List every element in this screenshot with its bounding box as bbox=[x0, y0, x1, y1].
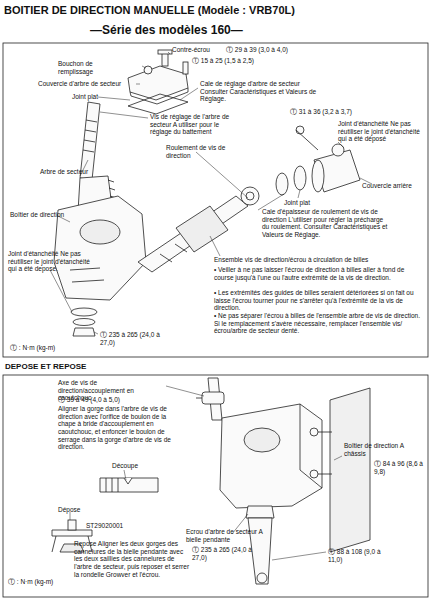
upper-gear-drawing bbox=[73, 328, 95, 336]
part-name: Contre-écrou bbox=[172, 46, 210, 54]
leader-line bbox=[50, 270, 72, 312]
lower-gear-drawing bbox=[68, 520, 76, 530]
leader-line bbox=[258, 194, 284, 210]
upper-gear-drawing bbox=[54, 196, 146, 300]
upper-gear-drawing bbox=[70, 268, 104, 282]
lower-gear-drawing bbox=[246, 506, 274, 518]
lower-gear-drawing bbox=[52, 530, 92, 536]
part-name: Boîtier de direction bbox=[10, 211, 64, 219]
torque-value: Ⓣ 15 à 25 (1,5 à 2,5) bbox=[192, 57, 254, 65]
upper-gear-drawing bbox=[312, 160, 324, 192]
figure-label: Dépose bbox=[58, 506, 80, 514]
upper-gear-drawing bbox=[294, 166, 306, 190]
lower-gear-drawing bbox=[310, 470, 318, 478]
upper-gear-drawing bbox=[128, 94, 188, 114]
lower-gear-drawing bbox=[310, 428, 318, 436]
upper-gear-drawing bbox=[183, 62, 188, 74]
lower-gear-drawing bbox=[257, 573, 267, 583]
part-note: Cale d'épaisseur de roulement de vis de … bbox=[262, 208, 390, 239]
lower-gear-drawing bbox=[124, 478, 132, 484]
lower-gear-drawing bbox=[106, 478, 118, 492]
lower-gear-drawing bbox=[196, 398, 202, 399]
figure-label: Découpe bbox=[112, 462, 138, 470]
lower-gear-drawing bbox=[244, 428, 280, 452]
part-name: Bouchon de remplissage bbox=[58, 60, 128, 75]
torque-value: Ⓣ 235 à 265 (24,0 à 27,0) bbox=[192, 546, 258, 561]
torque-value: Ⓣ 31 à 36 (3,2 à 3,7) bbox=[290, 108, 352, 116]
lower-gear-drawing bbox=[100, 478, 158, 492]
part-name: Arbre de secteur bbox=[40, 168, 88, 176]
lower-gear-drawing bbox=[52, 378, 370, 584]
leader-line bbox=[210, 236, 220, 256]
lower-gear-drawing bbox=[300, 404, 322, 488]
upper-gear-drawing bbox=[80, 220, 120, 244]
part-note: Cale de réglage d'arbre de secteur Consu… bbox=[200, 80, 318, 103]
leader-line bbox=[338, 142, 344, 148]
tool-number: ST29020001 bbox=[86, 522, 123, 530]
leader-line bbox=[272, 552, 326, 560]
upper-gear-drawing bbox=[73, 319, 95, 326]
leader-line bbox=[136, 84, 140, 85]
torque-value: Ⓣ 29 à 39 (3,0 à 4,0) bbox=[226, 46, 288, 54]
upper-gear-drawing bbox=[332, 144, 344, 156]
part-name: Joint plat bbox=[284, 199, 310, 207]
panel-frame bbox=[3, 375, 428, 597]
leader-line bbox=[70, 386, 342, 560]
leader-line bbox=[196, 152, 248, 198]
caution-note: • Ne pas séparer l'écrou à billes de l'e… bbox=[214, 312, 422, 335]
part-name: Joint plat bbox=[72, 93, 98, 101]
upper-gear-drawing bbox=[241, 187, 259, 205]
leader-line bbox=[98, 97, 130, 100]
leader-line bbox=[94, 332, 98, 334]
torque-value: Ⓣ 88 à 108 (9,0 à 11,0) bbox=[328, 548, 394, 563]
upper-gear-drawing bbox=[276, 173, 288, 195]
torque-value: Ⓣ 39 à 49 (4,0 à 5,0) bbox=[58, 396, 120, 404]
lower-gear-drawing bbox=[202, 392, 224, 404]
caution-note: • Les extrémités des guides de billes se… bbox=[214, 289, 422, 312]
part-name: Boîtier de direction A châssis bbox=[344, 442, 424, 457]
lower-gear-drawing bbox=[220, 404, 322, 508]
part-name: Roulement de vis de direction bbox=[166, 144, 236, 159]
torque-unit: Ⓣ : N·m (kg-m) bbox=[8, 578, 53, 586]
procedure-note: Repose Aligner les deux gorges des canne… bbox=[74, 540, 190, 578]
upper-gear-drawing bbox=[296, 130, 318, 150]
upper-gear-drawing bbox=[158, 50, 172, 54]
leader-line bbox=[124, 470, 126, 480]
lower-gear-drawing bbox=[318, 432, 332, 474]
upper-gear-drawing bbox=[296, 126, 304, 134]
upper-gear-drawing bbox=[108, 180, 116, 198]
part-note: Joint d'étanchéité Ne pas réutiliser le … bbox=[338, 120, 424, 143]
upper-gear-drawing bbox=[71, 308, 97, 316]
caution-note: • Veiller à ne pas laisser l'écrou de di… bbox=[214, 266, 422, 281]
part-note: Joint d'étanchéité Ne pas réutiliser le … bbox=[8, 250, 92, 273]
leader-line bbox=[142, 66, 146, 68]
torque-unit: Ⓣ : N·m (kg-m) bbox=[10, 344, 55, 352]
series-heading: —Série des modèles 160— bbox=[90, 23, 340, 37]
section-heading: DEPOSE ET REPOSE bbox=[5, 362, 86, 371]
leader-line bbox=[168, 52, 170, 54]
leader-line bbox=[100, 112, 148, 118]
leader-line bbox=[298, 190, 300, 198]
panel-frame bbox=[3, 43, 428, 357]
upper-gear-drawing bbox=[144, 66, 152, 74]
panel-frame bbox=[3, 43, 428, 597]
leader-line bbox=[334, 456, 342, 460]
procedure-note: Aligner la gorge dans l'arbre de vis de … bbox=[58, 405, 182, 451]
torque-value: Ⓣ 235 à 265 (24,0 à 27,0) bbox=[100, 331, 164, 346]
part-name: Ensemble vis de direction/écrou à circul… bbox=[214, 256, 419, 264]
upper-gear-drawing bbox=[83, 120, 97, 152]
leader-line bbox=[166, 386, 204, 396]
part-name: Ecrou d'arbre de secteur A bielle pendan… bbox=[186, 528, 276, 543]
part-note: Vis de réglage de l'arbre de secteur A u… bbox=[150, 113, 232, 136]
page-title: BOITIER DE DIRECTION MANUELLE (Modèle : … bbox=[4, 4, 428, 17]
part-name: Couvercle d'arbre de secteur bbox=[38, 80, 134, 88]
lower-gear-drawing bbox=[330, 388, 370, 552]
upper-gear-drawing bbox=[176, 206, 228, 252]
leader-line bbox=[70, 512, 71, 520]
upper-gear-drawing bbox=[246, 192, 254, 200]
leader-line bbox=[180, 88, 198, 100]
torque-value: Ⓣ 84 à 96 (8,6 à 9,8) bbox=[374, 460, 426, 475]
part-name: Couvercle arrière bbox=[362, 182, 412, 190]
